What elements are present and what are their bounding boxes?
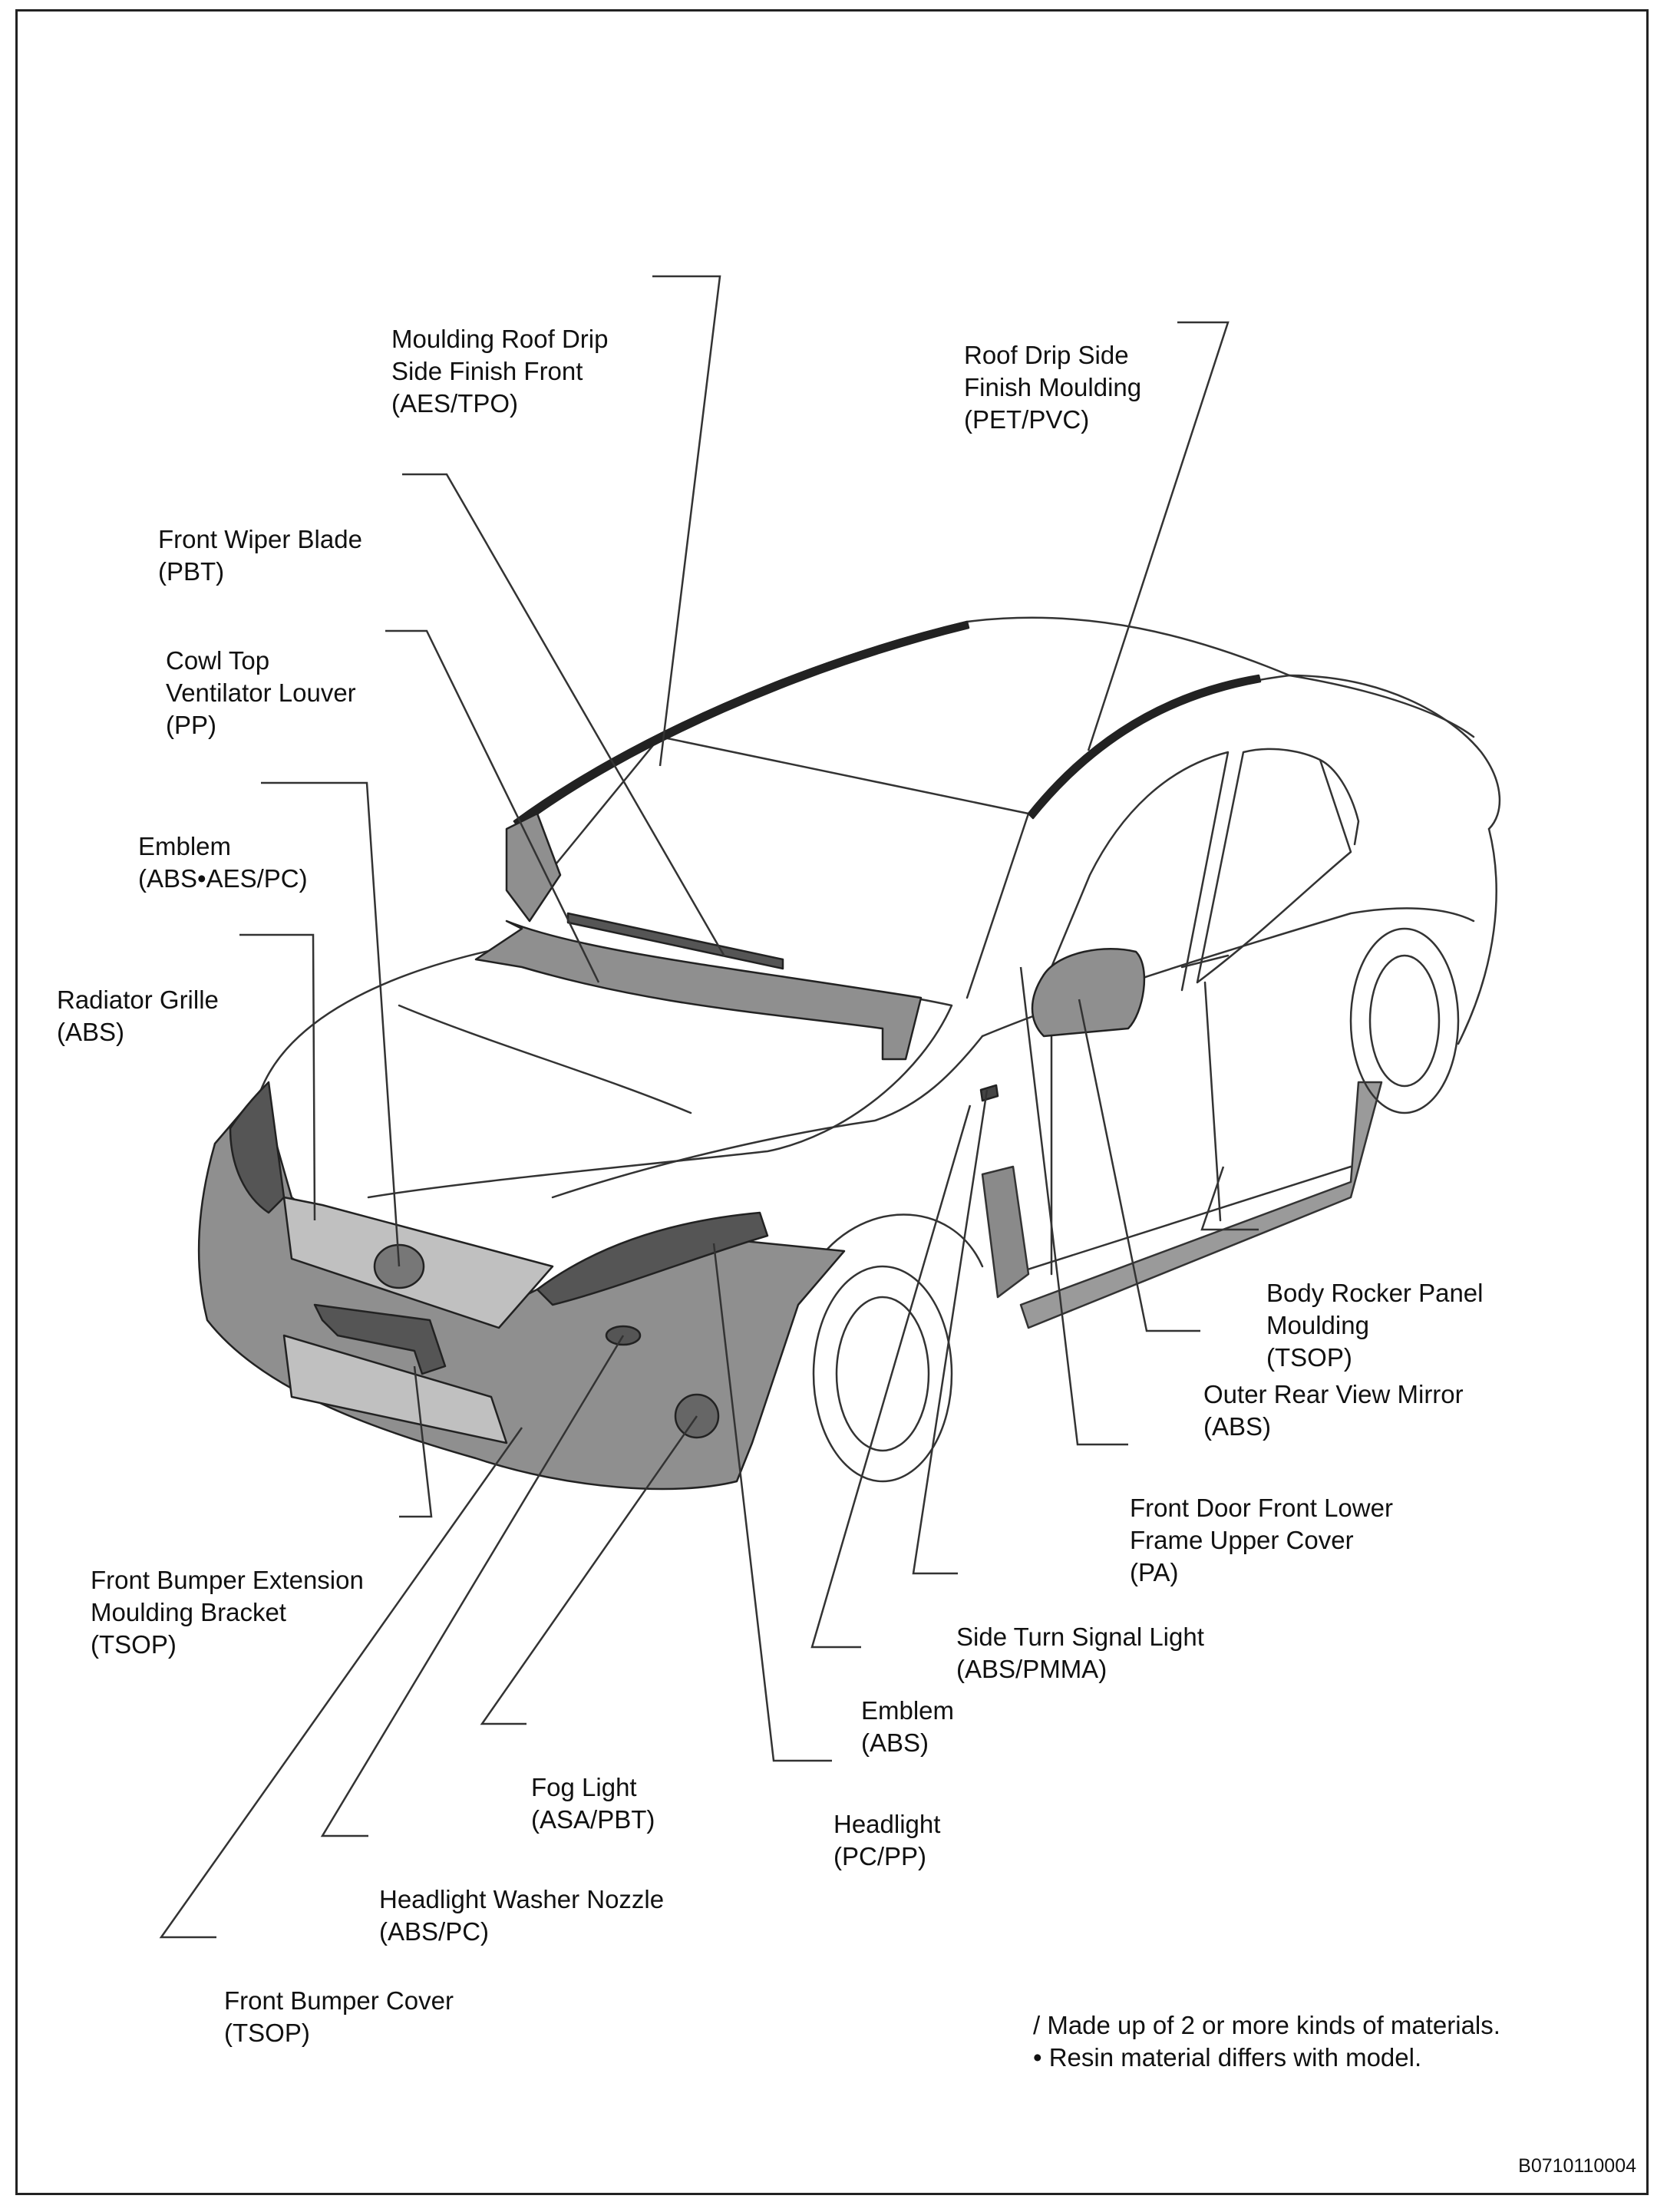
license-bracket bbox=[313, 1303, 447, 1375]
callout-front-bumper-cover: Front Bumper Cover(TSOP) bbox=[224, 1986, 454, 2047]
callout-emblem-side: Emblem(ABS) bbox=[861, 1696, 955, 1757]
note-multi-material: / Made up of 2 or more kinds of material… bbox=[1033, 2011, 1500, 2039]
side-turn-signal bbox=[979, 1084, 999, 1102]
callout-radiator-grille: Radiator Grille(ABS) bbox=[57, 985, 219, 1046]
rear-quarter bbox=[1457, 827, 1497, 1045]
leader-headlight bbox=[712, 1243, 832, 1762]
leader-emblem-side bbox=[810, 1104, 972, 1649]
door-handle bbox=[1180, 954, 1230, 969]
leader-front-wiper bbox=[402, 473, 726, 957]
rear-wheel-inner bbox=[1368, 954, 1441, 1088]
leader-roof-drip-side bbox=[1087, 321, 1230, 751]
front-wheel-arch bbox=[812, 1213, 984, 1268]
legend-notes: / Made up of 2 or more kinds of material… bbox=[1033, 2009, 1500, 2074]
a-pillar-right bbox=[966, 812, 1030, 999]
leader-cowl-louver bbox=[385, 629, 600, 983]
body-side-lower bbox=[1012, 1165, 1352, 1276]
hood-outline bbox=[259, 943, 953, 1199]
leader-washer bbox=[320, 1335, 625, 1837]
leader-side-turn bbox=[912, 1089, 989, 1575]
cowl-louver bbox=[474, 919, 923, 1061]
leader-mirror bbox=[1078, 999, 1200, 1332]
callout-side-turn-signal: Side Turn Signal Light(ABS/PMMA) bbox=[956, 1623, 1204, 1683]
leader-bumper-ext bbox=[399, 1365, 433, 1518]
hood-crease bbox=[398, 1004, 692, 1114]
callout-headlight: Headlight(PC/PP) bbox=[834, 1810, 941, 1870]
callout-headlight-washer: Headlight Washer Nozzle(ABS/PC) bbox=[379, 1885, 665, 1946]
callout-outer-rear-view-mirror: Outer Rear View Mirror(ABS) bbox=[1203, 1380, 1464, 1441]
note-resin-differs: • Resin material differs with model. bbox=[1033, 2043, 1422, 2072]
roof-drip-moulding-front bbox=[513, 620, 970, 829]
leader-radiator-grille bbox=[239, 933, 316, 1221]
rear-deck bbox=[1288, 674, 1501, 830]
front-wheel-outer bbox=[812, 1265, 953, 1483]
window-front bbox=[1050, 751, 1230, 992]
leader-bumper-cover bbox=[159, 1427, 523, 1939]
headlight-left bbox=[229, 1081, 286, 1214]
figure-frame bbox=[15, 9, 1649, 2195]
rear-wheel-outer bbox=[1349, 927, 1460, 1114]
callout-fog-light: Fog Light(ASA/PBT) bbox=[531, 1773, 655, 1834]
leader-rocker bbox=[1200, 1166, 1259, 1231]
figure-code: B0710110004 bbox=[1518, 2155, 1636, 2177]
leader-door-cover bbox=[1019, 966, 1128, 1446]
leader-emblem-front bbox=[261, 781, 401, 1267]
rocker-panel bbox=[1019, 1081, 1383, 1329]
leader-fog bbox=[480, 1415, 698, 1725]
rear-roof bbox=[1027, 674, 1291, 815]
leader-moulding-roof-drip-front bbox=[652, 275, 721, 767]
outer-mirror bbox=[1031, 948, 1146, 1038]
window-rear bbox=[1319, 758, 1360, 846]
hood-fender-line bbox=[551, 1035, 984, 1199]
front-wheel-inner bbox=[835, 1296, 930, 1452]
roof-line-inner bbox=[659, 735, 1030, 815]
window-mid bbox=[1196, 748, 1352, 984]
headlight-right bbox=[536, 1211, 769, 1306]
lower-grille bbox=[282, 1334, 508, 1444]
front-fender-lower-cover bbox=[981, 1165, 1030, 1299]
wiper-blade-arm bbox=[505, 812, 562, 923]
roof-drip-moulding-side bbox=[1027, 674, 1262, 820]
callout-emblem-front: Emblem(ABS•AES/PC) bbox=[138, 832, 308, 893]
callout-front-wiper-blade: Front Wiper Blade(PBT) bbox=[158, 525, 362, 586]
